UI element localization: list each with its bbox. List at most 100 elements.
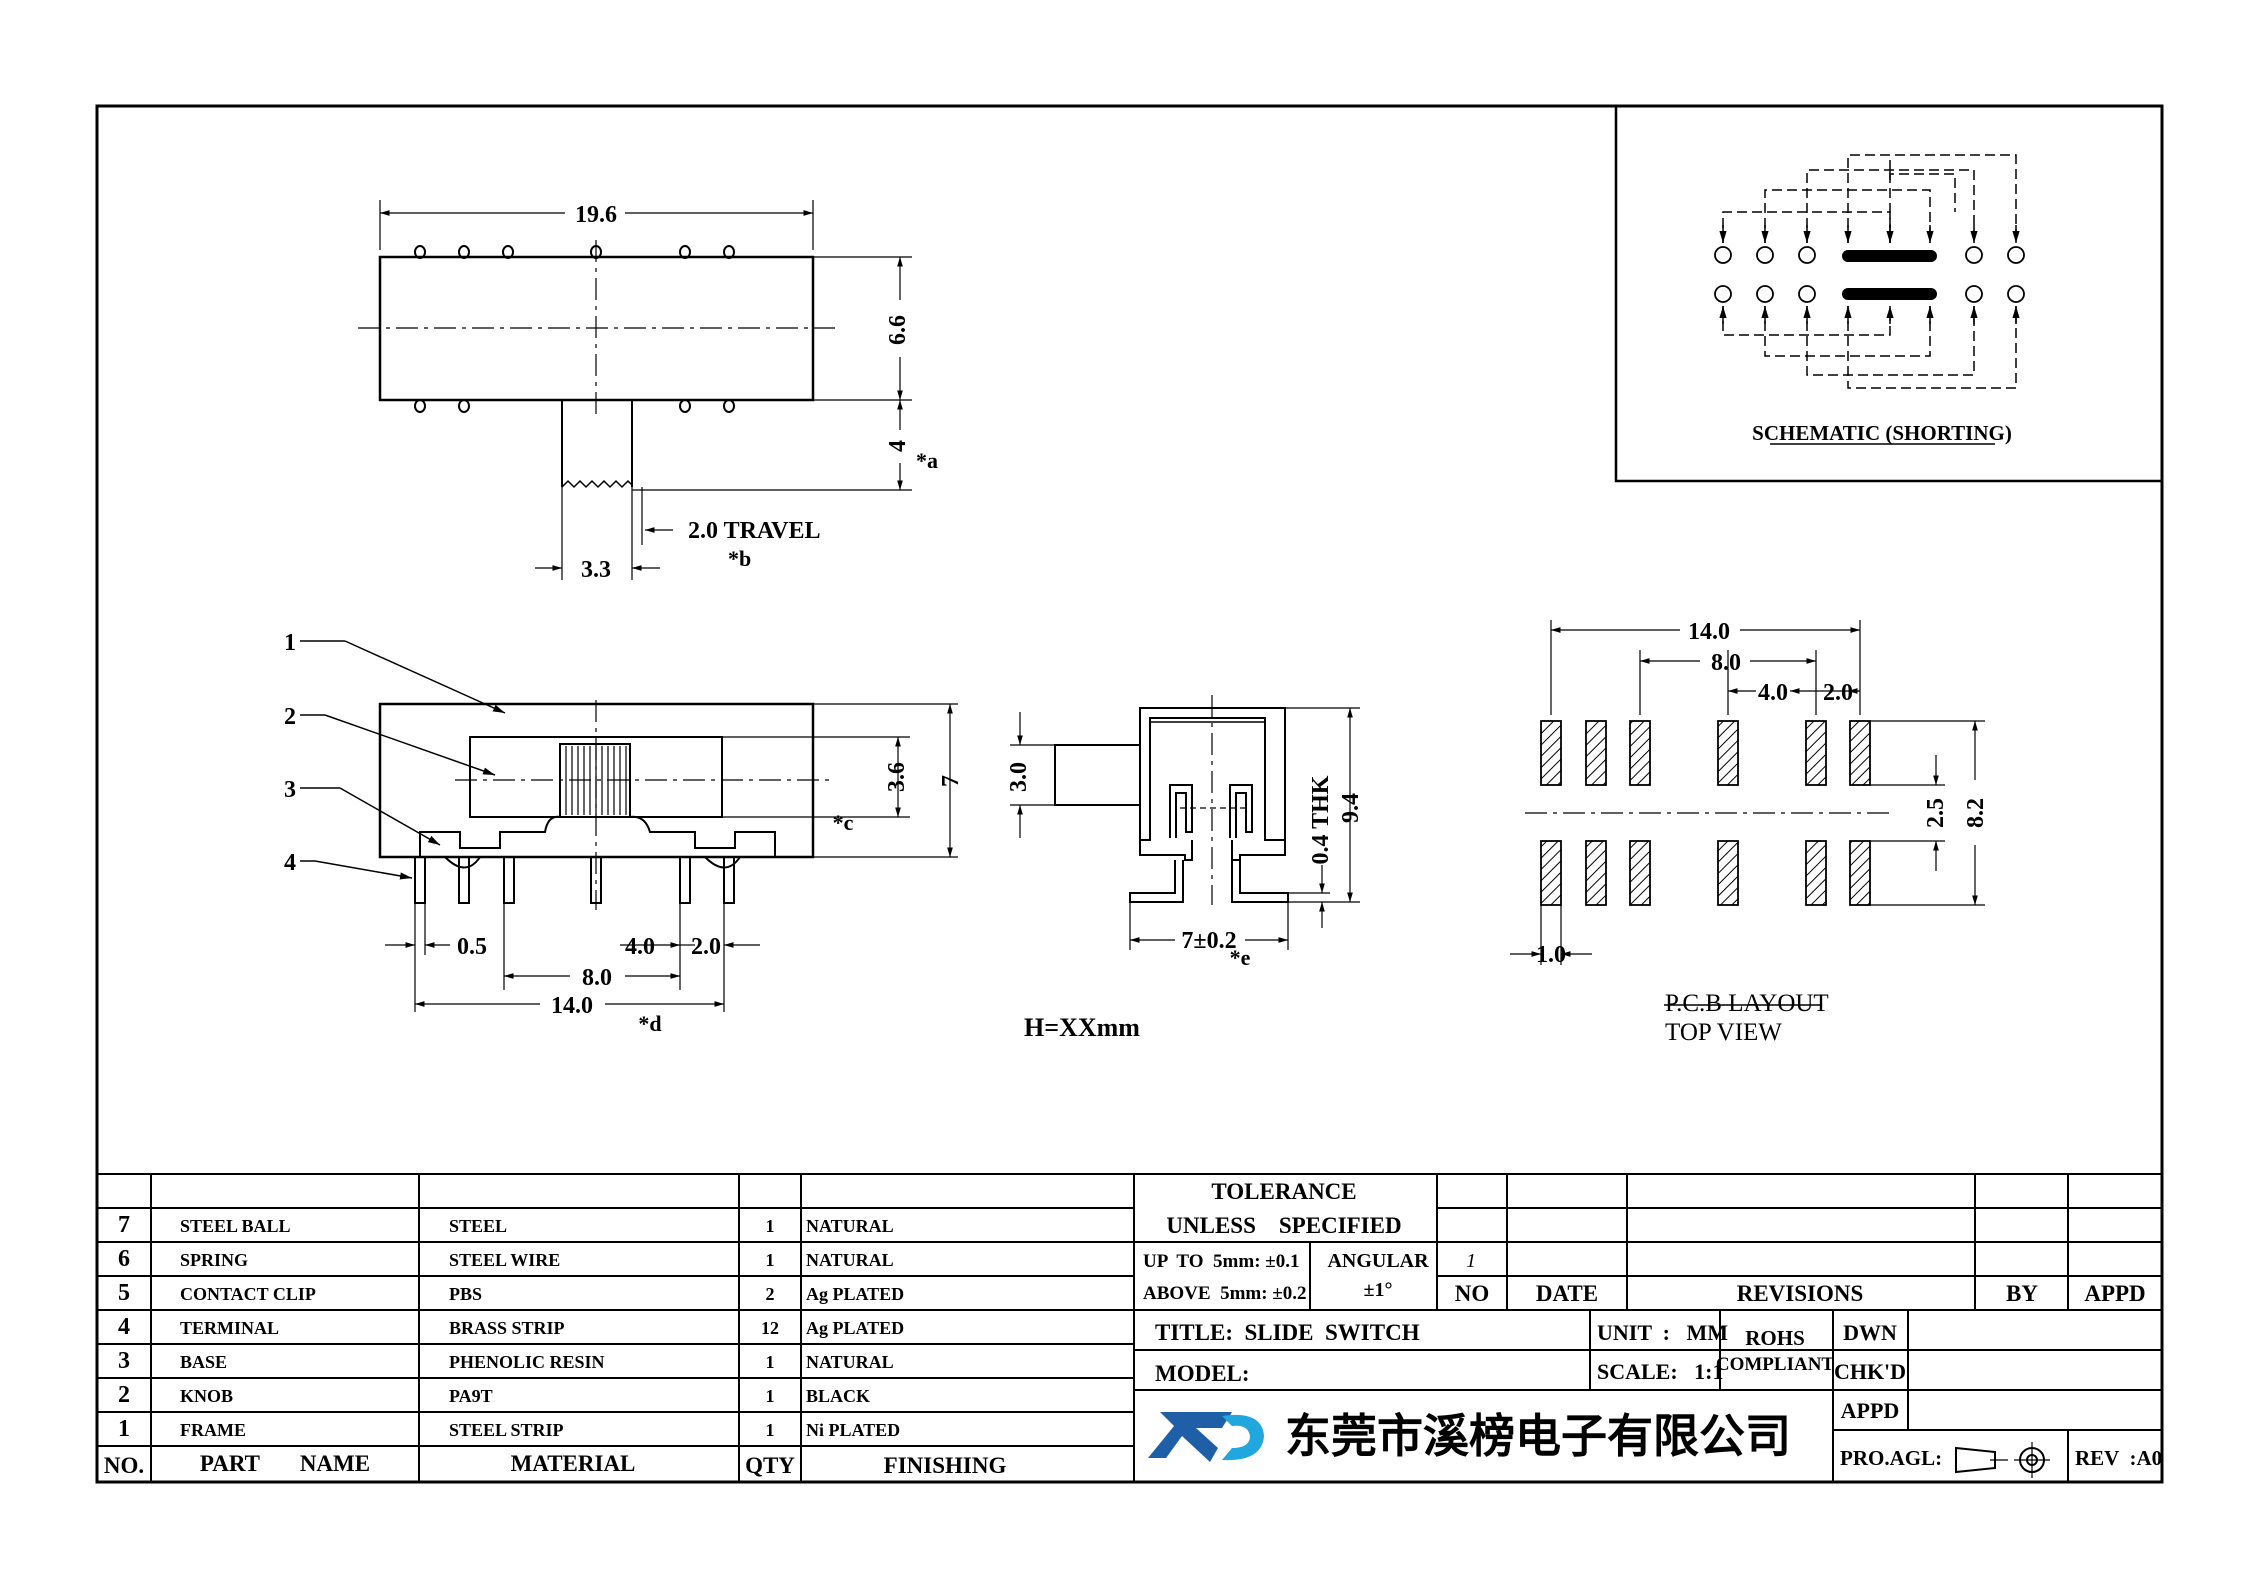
- dim-top-knob: 4: [885, 440, 911, 452]
- parts-table-grid: [97, 1173, 1135, 1482]
- pcb-dim-14: 14.0: [1688, 619, 1730, 645]
- part-name: BASE: [180, 1352, 227, 1372]
- dim-side-8: 8.0: [582, 965, 612, 991]
- note-c: *c: [833, 810, 854, 835]
- angular-value: ±1°: [1364, 1279, 1393, 1301]
- part-qty: 1: [766, 1386, 775, 1406]
- note-a: *a: [916, 448, 938, 473]
- part-finishing: Ag PLATED: [806, 1284, 904, 1304]
- note-d: *d: [638, 1011, 661, 1036]
- rev-date-header: DATE: [1536, 1281, 1598, 1306]
- travel-label: 2.0 TRAVEL: [688, 518, 821, 544]
- dim-side-4: 4.0: [625, 934, 655, 960]
- part-no: 3: [118, 1348, 130, 1374]
- part-name: CONTACT CLIP: [180, 1284, 316, 1304]
- pcb-dim-82: 8.2: [1963, 798, 1989, 828]
- dim-knob-height: 3.0: [1006, 762, 1032, 792]
- pro-agl-label: PRO.AGL:: [1840, 1446, 1942, 1470]
- part-material: PA9T: [449, 1386, 493, 1406]
- part-qty: 1: [766, 1216, 775, 1236]
- header-part-name: PART NAME: [200, 1451, 370, 1476]
- header-material: MATERIAL: [511, 1451, 636, 1476]
- drawing-title: TITLE: SLIDE SWITCH: [1155, 1320, 1420, 1345]
- schematic: [1614, 104, 2164, 483]
- rev-by-header: BY: [2006, 1281, 2038, 1306]
- tolerance-subtitle: UNLESS SPECIFIED: [1166, 1213, 1401, 1238]
- dim-side-36: 3.6: [884, 762, 910, 792]
- revision-grid: [1134, 1173, 2162, 1311]
- part-material: PBS: [449, 1284, 482, 1304]
- pcb-subtitle: TOP VIEW: [1665, 1019, 1782, 1046]
- part-finishing: BLACK: [806, 1386, 870, 1406]
- angular-label: ANGULAR: [1327, 1250, 1429, 1272]
- leader-1: 1: [284, 630, 296, 656]
- tolerance-above: ABOVE 5mm: ±0.2: [1143, 1283, 1306, 1304]
- part-finishing: NATURAL: [806, 1352, 894, 1372]
- rev-appd-header: APPD: [2084, 1281, 2145, 1306]
- schematic-caption: SCHEMATIC (SHORTING): [1752, 421, 2012, 445]
- leader-3: 3: [284, 777, 296, 803]
- rohs-label: ROHS: [1745, 1326, 1805, 1350]
- header-qty: QTY: [745, 1453, 795, 1478]
- header-no: NO.: [104, 1453, 144, 1478]
- part-no: 2: [118, 1382, 130, 1408]
- top-view: [358, 200, 912, 580]
- part-name: TERMINAL: [180, 1318, 279, 1338]
- part-no: 1: [118, 1416, 130, 1442]
- rohs-compliant: COMPLIANT: [1716, 1354, 1835, 1375]
- pcb-dim-8: 8.0: [1711, 650, 1741, 676]
- leader-4: 4: [284, 850, 296, 876]
- part-qty: 1: [766, 1352, 775, 1372]
- tolerance-title: TOLERANCE: [1211, 1179, 1356, 1204]
- part-no: 6: [118, 1246, 130, 1272]
- part-qty: 2: [766, 1284, 775, 1304]
- side-view: [300, 640, 958, 1012]
- company-name: 东莞市溪榜电子有限公司: [1285, 1409, 1791, 1463]
- scale-label: SCALE: 1:1: [1597, 1359, 1724, 1384]
- end-view: [1010, 695, 1360, 950]
- part-no: 5: [118, 1280, 130, 1306]
- part-qty: 12: [761, 1318, 779, 1338]
- part-qty: 1: [766, 1420, 775, 1440]
- rev-revisions-header: REVISIONS: [1737, 1281, 1864, 1306]
- note-e: *e: [1230, 945, 1251, 970]
- dim-side-7: 7: [938, 775, 964, 787]
- part-material: STEEL WIRE: [449, 1250, 560, 1270]
- tolerance-up-to: UP TO 5mm: ±0.1: [1143, 1251, 1299, 1272]
- part-name: FRAME: [180, 1420, 246, 1440]
- dim-side-2: 2.0: [691, 934, 721, 960]
- part-name: SPRING: [180, 1250, 248, 1270]
- dim-top-height: 6.6: [885, 315, 911, 345]
- chkd-label: CHK'D: [1834, 1359, 1906, 1384]
- dim-top-width: 19.6: [575, 202, 617, 228]
- pcb-layout: [1510, 620, 1985, 1006]
- dim-knob-width: 3.3: [581, 557, 611, 583]
- height-note: H=XXmm: [1024, 1013, 1140, 1042]
- table-row: 5 CONTACT CLIP PBS 2 Ag PLATED: [118, 1280, 904, 1306]
- header-finishing: FINISHING: [884, 1453, 1007, 1478]
- projection-angle-icon: [1955, 1442, 2050, 1478]
- unit-label: UNIT : MM: [1597, 1320, 1728, 1345]
- dim-end-base: 7±0.2: [1181, 928, 1236, 954]
- leader-2: 2: [284, 704, 296, 730]
- appd-label: APPD: [1841, 1398, 1900, 1423]
- part-finishing: Ni PLATED: [806, 1420, 900, 1440]
- pcb-dim-2: 2.0: [1823, 680, 1853, 706]
- logo-lettering: XD: [0, 0, 2, 1]
- dwn-label: DWN: [1843, 1320, 1897, 1345]
- part-material: STEEL: [449, 1216, 507, 1236]
- part-name: STEEL BALL: [180, 1216, 291, 1236]
- part-finishing: NATURAL: [806, 1250, 894, 1270]
- part-finishing: Ag PLATED: [806, 1318, 904, 1338]
- dim-thickness: 0.4 THK: [1308, 775, 1334, 864]
- model-label: MODEL:: [1155, 1361, 1250, 1386]
- dim-side-14: 14.0: [551, 993, 593, 1019]
- part-finishing: NATURAL: [806, 1216, 894, 1236]
